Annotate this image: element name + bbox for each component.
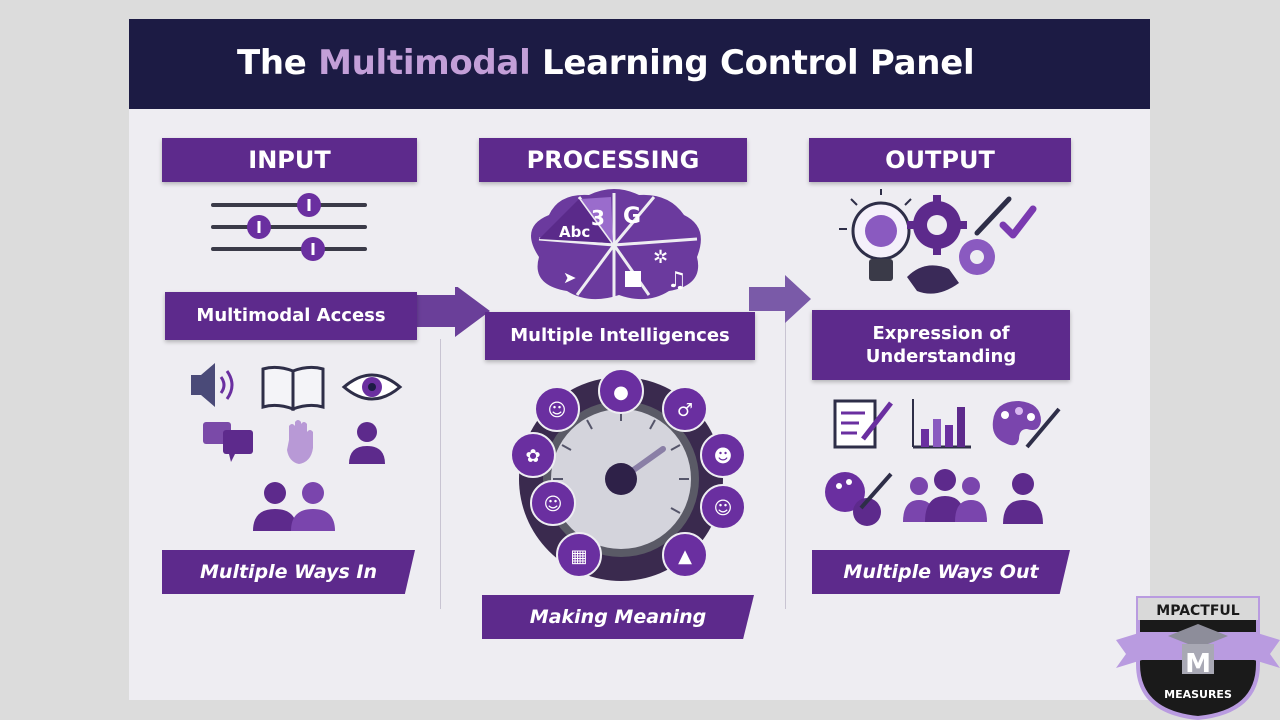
multiple-intelligences-banner: Multiple Intelligences [485, 312, 755, 360]
ideas-icon [839, 189, 1037, 294]
hand-icon [287, 420, 313, 464]
speaker-icon [191, 363, 234, 407]
writing-icon [833, 399, 893, 449]
output-icons-row-2 [825, 469, 1043, 526]
title-part-3: Learning Control Panel [530, 43, 975, 83]
chat-icon [203, 422, 253, 462]
expression-banner-line-1: Expression of [872, 322, 1010, 344]
logo-bottom-text: MEASURES [1164, 688, 1232, 701]
title-part-1: The [237, 43, 319, 83]
brain-label-g: G [623, 204, 641, 229]
expression-banner-line-2: Understanding [865, 346, 1017, 367]
bar-chart-icon [912, 399, 971, 449]
palette-icon [992, 401, 1061, 449]
person-icon [349, 422, 385, 464]
svg-text:☺: ☺ [544, 494, 563, 515]
svg-text:●: ● [613, 382, 629, 403]
svg-text:♫: ♫ [667, 268, 687, 293]
making-meaning-banner: Making Meaning [482, 595, 754, 639]
input-icons-row-1 [191, 363, 403, 412]
column-divider [440, 339, 441, 609]
group-icon [253, 482, 335, 531]
svg-text:➤: ➤ [563, 268, 576, 287]
sliders-icon [211, 193, 367, 261]
page-title: The Multimodal Learning Control Panel [237, 43, 975, 83]
brain-label-abc: Abc [559, 223, 590, 241]
logo-top-text: MPACTFUL [1156, 603, 1239, 619]
eye-icon [341, 373, 403, 401]
brain-label-3: 3 [591, 206, 605, 230]
svg-text:☺: ☺ [714, 498, 733, 519]
svg-text:♂: ♂ [677, 400, 693, 421]
book-icon [261, 365, 325, 412]
svg-text:▲: ▲ [678, 546, 692, 567]
title-part-2: Multimodal [318, 43, 531, 83]
multiple-ways-out-banner: Multiple Ways Out [812, 550, 1070, 594]
arrow-processing-to-output [749, 275, 811, 323]
title-bar: The Multimodal Learning Control Panel [129, 19, 1150, 109]
impactful-measures-logo: MPACTFUL M MEASURES [1116, 596, 1280, 720]
svg-text:▦: ▦ [570, 546, 587, 567]
multiple-ways-in-banner: Multiple Ways In [162, 550, 415, 594]
dial-icon: ☺ ● ♂ ☻ ☺ ▲ ☺ ✿ ▦ [510, 368, 745, 581]
slide: The Multimodal Learning Control Panel IN… [129, 19, 1150, 700]
svg-text:✿: ✿ [525, 446, 540, 467]
brain-icon: Abc 3 G ✲ ♫ ➤ [531, 189, 701, 300]
output-icons-row-1 [833, 399, 1061, 449]
logo-letter: M [1185, 649, 1211, 679]
svg-text:✲: ✲ [653, 247, 668, 268]
input-header: INPUT [162, 138, 417, 182]
input-icons-row-2 [203, 420, 385, 464]
processing-header: PROCESSING [479, 138, 747, 182]
output-header: OUTPUT [809, 138, 1071, 182]
svg-text:☺: ☺ [548, 400, 567, 421]
expression-banner: Expression of Understanding [812, 310, 1070, 380]
multimodal-access-banner: Multimodal Access [165, 292, 417, 340]
svg-text:☻: ☻ [714, 446, 733, 467]
guitar-icon [825, 472, 893, 526]
column-divider [785, 299, 786, 609]
presenter-icon [1003, 473, 1043, 524]
audience-icon [903, 469, 987, 522]
